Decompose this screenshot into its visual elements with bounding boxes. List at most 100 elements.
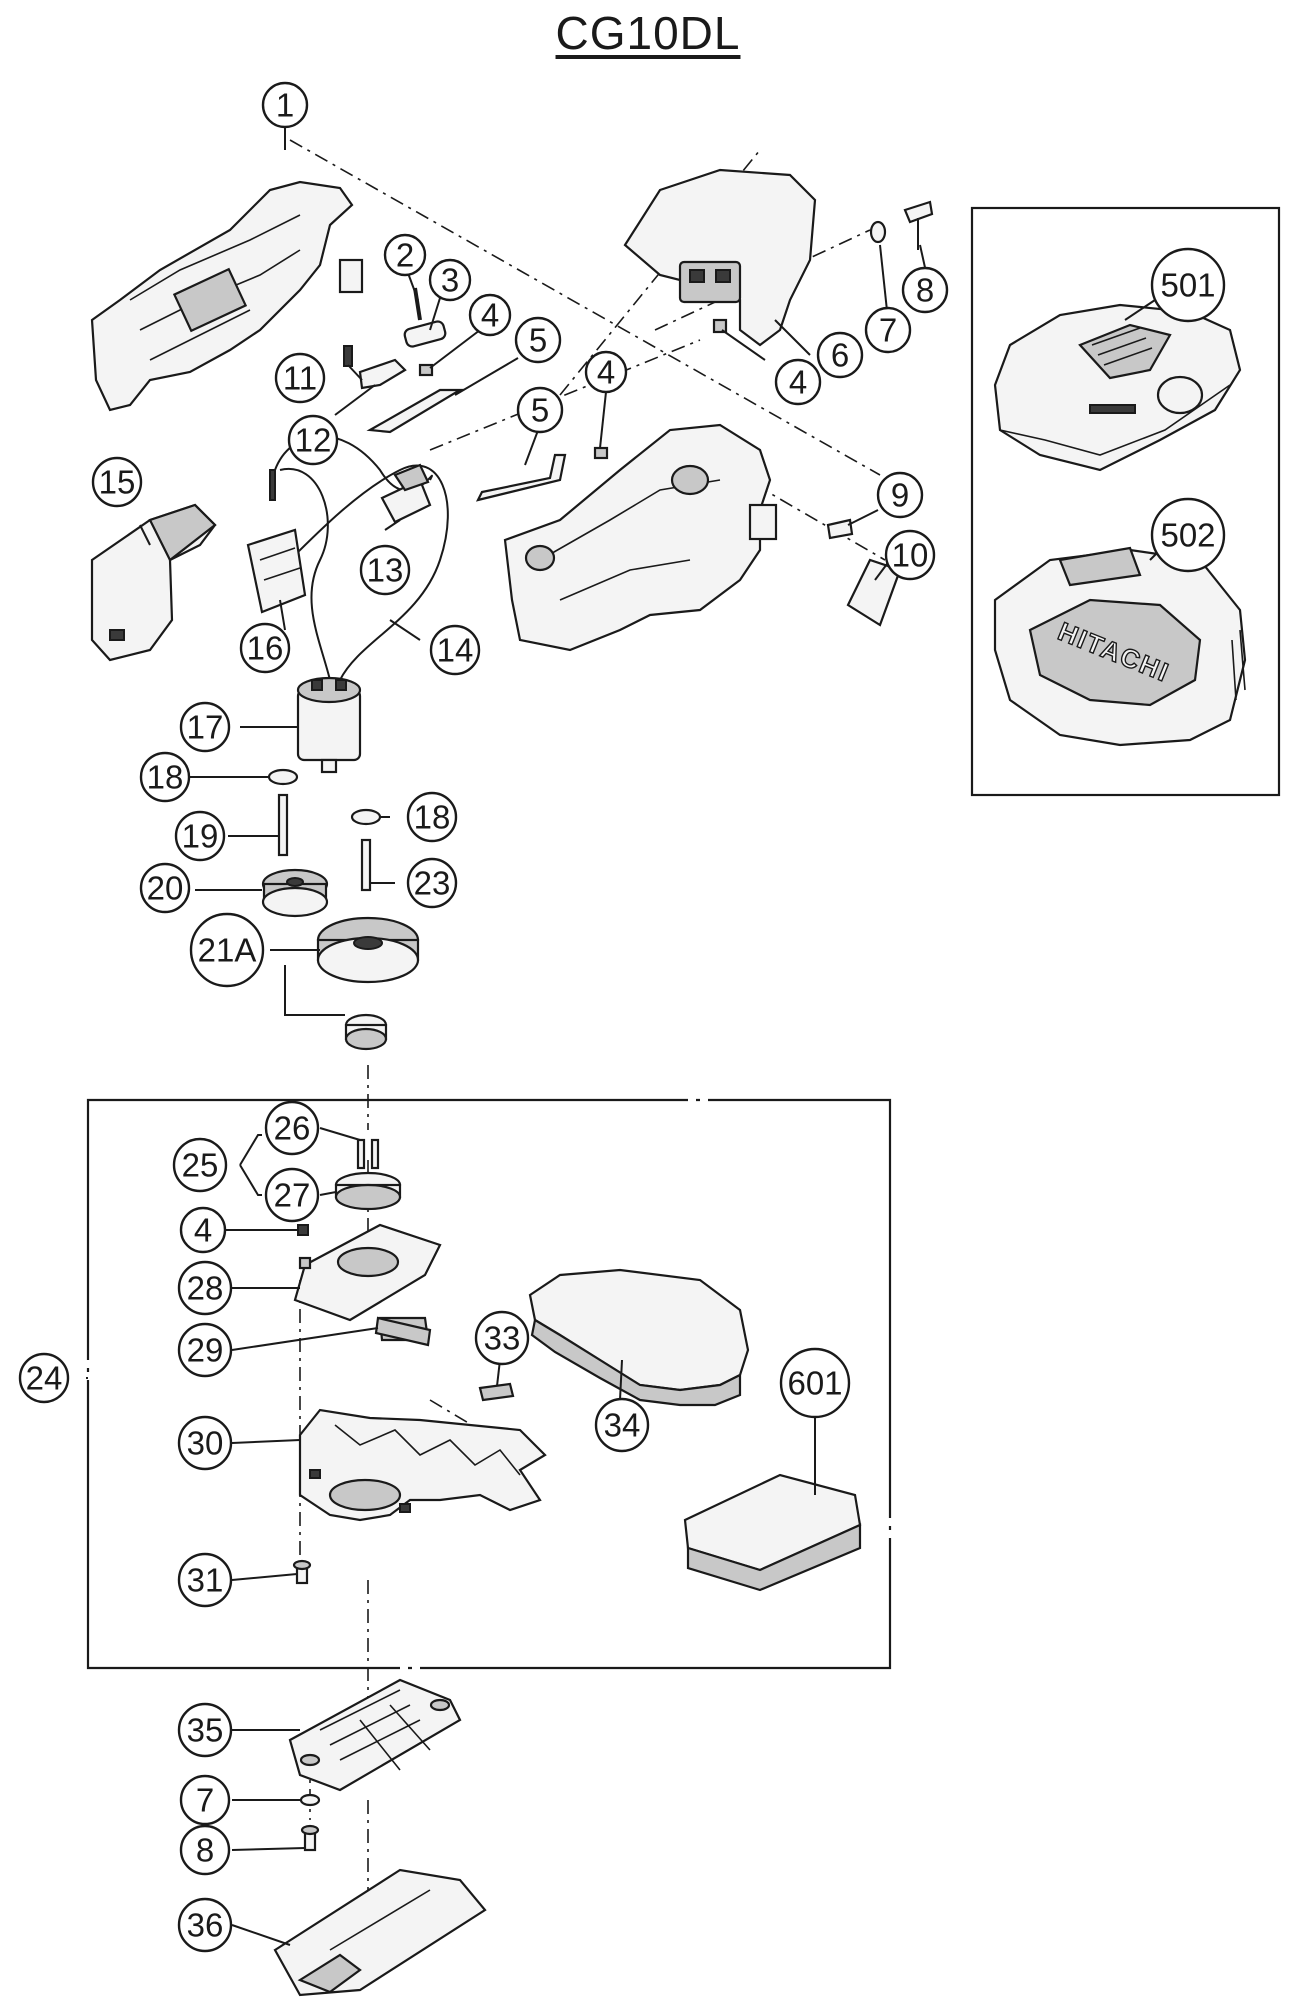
svg-text:4: 4: [481, 297, 499, 334]
storage-case-601: [683, 1473, 862, 1592]
label-23: 23: [406, 857, 458, 909]
screw-9: [826, 518, 902, 627]
label-5a: 5: [514, 316, 562, 364]
label-13: 13: [359, 544, 411, 596]
svg-text:501: 501: [1160, 267, 1215, 304]
svg-text:18: 18: [414, 799, 451, 836]
svg-text:13: 13: [367, 552, 404, 589]
label-12: 12: [287, 414, 339, 466]
label-601: 601: [779, 1347, 851, 1419]
diagram-title: CG10DL: [555, 7, 741, 59]
gear-small: [261, 868, 329, 918]
svg-text:31: 31: [187, 1562, 224, 1599]
blade-plate: [293, 1223, 442, 1342]
label-17: 17: [179, 701, 231, 753]
label-7b: 7: [179, 1774, 231, 1826]
svg-text:12: 12: [295, 422, 332, 459]
label-33: 33: [474, 1310, 530, 1366]
label-502: 502: [1150, 497, 1226, 573]
label-501: 501: [1150, 247, 1226, 323]
svg-text:4: 4: [194, 1212, 212, 1249]
callout-labels: 1 2 3 4 5 4 5 4 6 7 8 9 10 11 12 13 14 1…: [18, 81, 1226, 1953]
label-25: 25: [172, 1137, 228, 1193]
svg-text:30: 30: [187, 1425, 224, 1462]
label-29: 29: [177, 1322, 233, 1378]
svg-text:7: 7: [879, 312, 897, 349]
svg-text:28: 28: [187, 1270, 224, 1307]
svg-text:26: 26: [274, 1110, 311, 1147]
label-20: 20: [139, 862, 191, 914]
label-1: 1: [261, 81, 309, 129]
label-4a: 4: [468, 293, 512, 337]
svg-text:19: 19: [182, 818, 219, 855]
svg-text:601: 601: [787, 1365, 842, 1402]
svg-text:2: 2: [396, 237, 414, 274]
carrying-case-502: HITACHI: [993, 546, 1247, 747]
housing-right: [503, 423, 778, 652]
label-14: 14: [429, 624, 481, 676]
label-18a: 18: [139, 751, 191, 803]
label-34: 34: [594, 1397, 650, 1453]
svg-text:8: 8: [916, 272, 934, 309]
housing-left: [90, 180, 364, 412]
svg-text:33: 33: [484, 1320, 521, 1357]
accessory-box: [970, 206, 1281, 797]
svg-text:24: 24: [26, 1360, 63, 1397]
svg-text:3: 3: [441, 262, 459, 299]
label-30: 30: [177, 1415, 233, 1471]
screw-31: [292, 1559, 312, 1585]
label-8b: 8: [179, 1824, 231, 1876]
label-3: 3: [428, 258, 472, 302]
svg-text:34: 34: [604, 1407, 641, 1444]
blade-cover: [623, 168, 817, 347]
label-9: 9: [876, 471, 924, 519]
svg-text:23: 23: [414, 865, 451, 902]
label-16: 16: [239, 622, 291, 674]
svg-text:8: 8: [196, 1832, 214, 1869]
svg-text:11: 11: [283, 360, 317, 397]
label-31: 31: [177, 1552, 233, 1608]
pad-33: [478, 1382, 515, 1402]
svg-text:1: 1: [276, 87, 294, 124]
bottom-guard: [273, 1868, 487, 1997]
label-15: 15: [91, 456, 143, 508]
svg-text:10: 10: [892, 537, 929, 574]
svg-text:29: 29: [187, 1332, 224, 1369]
label-4b: 4: [584, 350, 628, 394]
label-27: 27: [264, 1167, 320, 1223]
contact-plates: [366, 388, 609, 502]
base-plate: [288, 1678, 462, 1792]
svg-text:5: 5: [531, 392, 549, 429]
label-2: 2: [383, 233, 427, 277]
shafts: [277, 793, 372, 892]
svg-text:35: 35: [187, 1712, 224, 1749]
svg-text:5: 5: [529, 322, 547, 359]
svg-text:7: 7: [196, 1782, 214, 1819]
label-6: 6: [816, 331, 864, 379]
svg-text:16: 16: [247, 630, 284, 667]
svg-text:4: 4: [597, 354, 615, 391]
svg-text:17: 17: [187, 709, 224, 746]
washer-screw-top: [869, 200, 934, 250]
label-24: 24: [18, 1352, 70, 1404]
battery-pack: [90, 503, 217, 662]
svg-text:21A: 21A: [198, 932, 257, 969]
label-11: 11: [274, 352, 326, 404]
label-35: 35: [177, 1702, 233, 1758]
gear-large: [316, 916, 420, 1051]
svg-text:14: 14: [437, 632, 474, 669]
washers-18: [267, 768, 382, 826]
label-7a: 7: [864, 306, 912, 354]
label-10: 10: [884, 529, 936, 581]
label-21A: 21A: [189, 912, 265, 988]
label-4d: 4: [179, 1206, 227, 1254]
wiring-harness: [246, 435, 449, 681]
blade-guard-cover: [528, 1268, 750, 1407]
motor: [296, 676, 362, 774]
charger-501: [993, 303, 1242, 472]
label-26: 26: [264, 1100, 320, 1156]
label-36: 36: [177, 1897, 233, 1953]
label-8a: 8: [901, 266, 949, 314]
blade-assembly-box: [86, 1098, 892, 1670]
